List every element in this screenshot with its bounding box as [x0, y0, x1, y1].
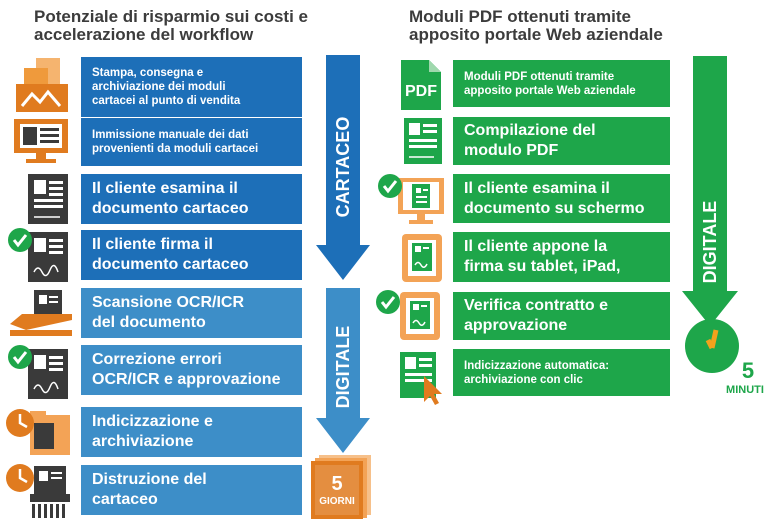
- scanner-icon: [10, 290, 72, 336]
- right-title: Moduli PDF ottenuti tramite apposito por…: [409, 7, 663, 44]
- digital-arrow-right-label: DIGITALE: [700, 200, 720, 284]
- minutes-unit: MINUTI: [726, 384, 764, 396]
- screen-review-icon: [378, 174, 444, 224]
- digital-arrow-left-label: DIGITALE: [333, 325, 353, 409]
- monitor-form-icon: [14, 119, 68, 163]
- left-step-7: Indicizzazione e archiviazione: [81, 407, 302, 457]
- approved-document-icon: [8, 345, 68, 399]
- days-number: 5: [331, 473, 343, 495]
- left-step-2: Immissione manuale dei dati provenienti …: [81, 118, 302, 166]
- calendar-icon: [311, 455, 371, 519]
- right-step-5: Verifica contratto e approvazione: [453, 292, 670, 340]
- right-step-4: Il cliente appone la firma su tablet, iP…: [453, 232, 670, 282]
- pdf-icon-text: PDF: [405, 83, 437, 100]
- left-step-5: Scansione OCR/ICR del documento: [81, 288, 302, 338]
- left-title: Potenziale di risparmio sui costi e acce…: [34, 7, 308, 44]
- paper-document-icon: [28, 174, 68, 224]
- signed-document-icon: [8, 228, 68, 282]
- contract-approval-icon: [376, 290, 440, 340]
- left-step-1: Stampa, consegna e archiviazione dei mod…: [81, 57, 302, 117]
- digital-arrow-right: [682, 56, 738, 326]
- right-step-6: Indicizzazione automatica: archiviazione…: [453, 349, 670, 396]
- print-documents-icon: [16, 58, 68, 112]
- right-step-1: Moduli PDF ottenuti tramite apposito por…: [453, 60, 670, 107]
- fill-form-icon: [404, 118, 442, 164]
- pdf-document-icon: [401, 60, 441, 110]
- left-step-6: Correzione errori OCR/ICR e approvazione: [81, 345, 302, 395]
- click-archive-icon: [400, 352, 442, 405]
- paper-arrow: [316, 55, 370, 280]
- tablet-signature-icon: [402, 234, 442, 282]
- archive-folder-icon: [6, 409, 70, 455]
- right-step-2: Compilazione del modulo PDF: [453, 117, 670, 165]
- shredder-icon: [6, 464, 70, 518]
- clock-icon: [685, 319, 739, 373]
- right-step-3: Il cliente esamina il documento su scher…: [453, 174, 670, 223]
- days-unit: GIORNI: [319, 496, 355, 507]
- minutes-number: 5: [741, 358, 755, 383]
- left-step-3: Il cliente esamina il documento cartaceo: [81, 174, 302, 224]
- paper-arrow-label: CARTACEO: [333, 116, 353, 218]
- left-step-8: Distruzione del cartaceo: [81, 465, 302, 515]
- digital-arrow-left: [316, 288, 370, 453]
- left-step-4: Il cliente firma il documento cartaceo: [81, 230, 302, 280]
